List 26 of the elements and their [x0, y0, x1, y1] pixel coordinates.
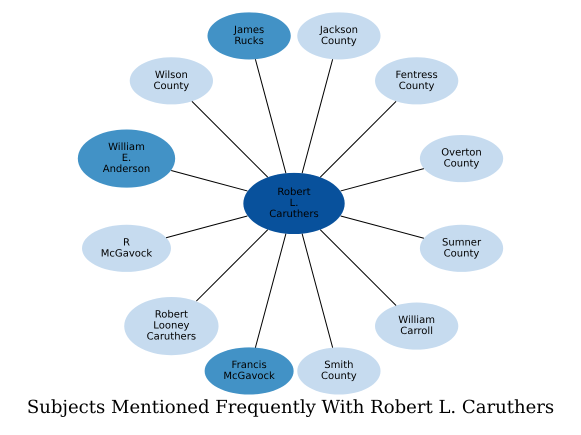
connector [166, 215, 248, 238]
connector [302, 59, 334, 174]
node-ellipse: Jackson County [297, 12, 381, 60]
node-ellipse: R McGavock [82, 224, 171, 272]
node-ellipse: James Rucks [207, 12, 291, 60]
node-ellipse: Sumner County [420, 224, 504, 272]
connector [171, 170, 248, 192]
node-ellipse: Overton County [420, 134, 504, 182]
connector [254, 234, 286, 348]
node-ellipse: William Carroll [375, 302, 458, 350]
node-ellipse: Robert Looney Caruthers [124, 296, 219, 356]
node-ellipse: Fentress County [375, 57, 458, 104]
connector [302, 234, 334, 348]
connector [340, 215, 424, 239]
connector [340, 168, 424, 192]
connector [192, 101, 268, 178]
diagram-title: Subjects Mentioned Frequently With Robert L. Caruthers [26, 397, 554, 418]
node-ellipse: William E. Anderson [78, 129, 176, 188]
node-ellipse: Francis McGavock [204, 347, 294, 395]
node-ellipse: Wilson County [130, 57, 214, 104]
connector [320, 229, 396, 306]
node-ellipse: Robert L. Caruthers [243, 172, 345, 234]
node-ellipse: Smith County [297, 347, 381, 395]
connector [320, 101, 396, 178]
connector [254, 59, 286, 174]
connector [196, 229, 268, 302]
